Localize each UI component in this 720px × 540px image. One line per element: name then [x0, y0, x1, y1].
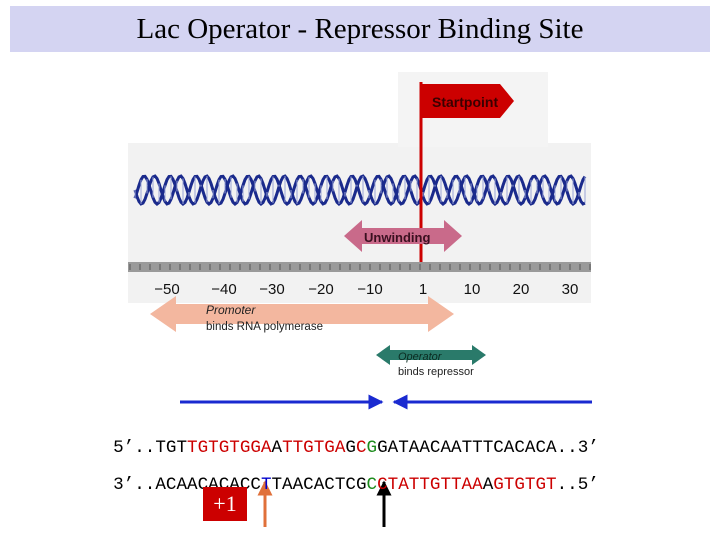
promoter-label-line1: Promoter [206, 303, 256, 317]
bottom-strand-segment: A [482, 475, 494, 495]
scale-label: −10 [357, 281, 382, 298]
bottom-strand-sequence: 3’..ACAACACACCTTAACACTCGCCTATTGTTAAAGTGT… [92, 455, 599, 495]
page-title: Lac Operator - Repressor Binding Site [136, 12, 584, 45]
scale-label: 30 [562, 281, 579, 298]
scale-label: −20 [308, 281, 333, 298]
top-strand-segment: G [345, 438, 356, 458]
scale-label: −40 [211, 281, 236, 298]
scale-label: −30 [259, 281, 284, 298]
bottom-strand-segment: GTGTGT [493, 475, 557, 495]
top-strand-segment: TGTGTGGA [187, 438, 272, 458]
scale-label: 20 [513, 281, 530, 298]
top-strand-segment: C [355, 438, 367, 458]
top-strand-segment: G [366, 438, 378, 458]
ruler-ticks [129, 264, 591, 270]
bottom-strand-segment: TAACACTCG [271, 475, 367, 495]
scale-label: 10 [464, 281, 481, 298]
top-strand-segment: A [271, 438, 283, 458]
operator-label-line2: binds repressor [398, 366, 474, 378]
top-strand-segment: TTGTGA [282, 438, 346, 458]
unwinding-arrow: Unwinding [344, 220, 462, 252]
bottom-strand-segment: CTATTGTTAA [377, 475, 483, 495]
promoter-arrow: Promoter binds RNA polymerase [150, 296, 454, 333]
bottom-strand-suffix: ..5’ [556, 475, 599, 495]
unwinding-label: Unwinding [364, 230, 430, 245]
title-bar: Lac Operator - Repressor Binding Site [10, 6, 710, 52]
dna-helix [133, 174, 587, 206]
top-strand-segment: G [377, 438, 388, 458]
bottom-strand-segment: T [260, 475, 272, 495]
bottom-strand-segment: C [366, 475, 378, 495]
dna-strand [133, 174, 587, 206]
top-strand-prefix: 5’..TGT [113, 438, 188, 458]
top-strand-sequence: 5’..TGTTGTGTGGAATTGTGAGCGGATAACAATTTCACA… [92, 418, 599, 458]
top-strand-suffix: ATAACAATTTCACACA..3’ [387, 438, 599, 458]
plus-one-box: +1 [203, 487, 247, 521]
promoter-label-line2: binds RNA polymerase [206, 321, 323, 333]
startpoint-label: Startpoint [432, 94, 498, 110]
dna-strand [133, 174, 586, 206]
operator-label-line1: Operator [398, 351, 443, 363]
operator-arrow: Operator binds repressor [376, 345, 486, 378]
dna-helix-rungs [134, 176, 586, 204]
scale-label: −50 [154, 281, 179, 298]
scale-label: 1 [419, 281, 427, 298]
scale-labels: −50 −40 −30 −20 −10 1 10 20 30 [154, 281, 578, 298]
